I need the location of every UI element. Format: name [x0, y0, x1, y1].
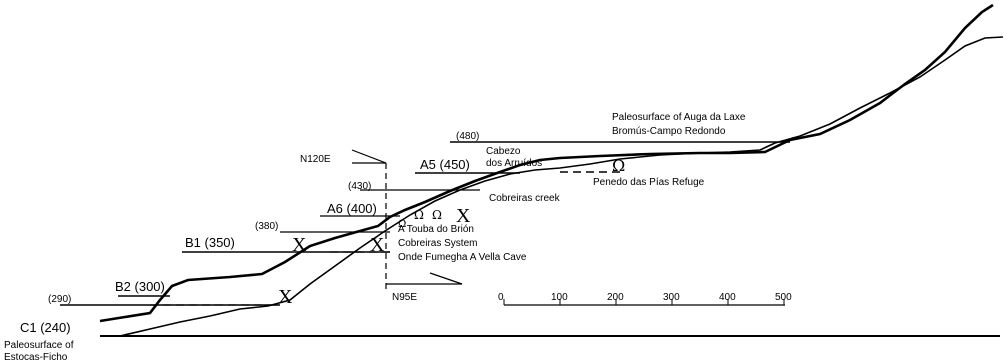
level-label-b2: B2 (300) — [115, 279, 165, 294]
elevation-label-380: (380) — [255, 221, 278, 232]
upper-profile-line — [99, 3, 994, 323]
scale-label: 400 — [719, 292, 736, 303]
lower-profile-line — [119, 36, 1004, 337]
scale-label: 500 — [775, 292, 792, 303]
cross-marker: X — [292, 234, 307, 256]
level-label-a6: A6 (400) — [327, 201, 377, 216]
level-label-c1: C1 (240) — [20, 320, 71, 335]
place-label-bromus: Bromús-Campo Redondo — [612, 126, 726, 137]
scale-label: 200 — [607, 292, 624, 303]
scale-bar: 0 100 200 300 400 500 — [498, 292, 792, 306]
scale-label: 0 — [498, 292, 504, 303]
orientation-label-n95e: N95E — [392, 292, 417, 303]
cross-marker: X — [370, 234, 385, 256]
orientation-label-n120e: N120E — [300, 154, 331, 165]
n120e-arrow-stroke — [351, 149, 387, 164]
omega-marker: Ω — [432, 208, 442, 222]
omega-marker: Ω — [398, 219, 406, 230]
omega-marker: Ω — [612, 156, 625, 175]
place-label-auga-laxe: Paleosurface of Auga da Laxe — [612, 112, 746, 123]
omega-marker: Ω — [414, 208, 424, 222]
scale-label: 300 — [663, 292, 680, 303]
cross-marker: X — [456, 205, 471, 227]
place-label-penedo: Penedo das Pías Refuge — [593, 177, 705, 188]
place-label-estocas-2: Estocas-Ficho — [4, 352, 68, 363]
cross-marker: X — [278, 286, 293, 308]
place-label-cobreiras-creek: Cobreiras creek — [489, 193, 561, 204]
place-label-estocas-1: Paleosurface of — [4, 340, 74, 351]
elevation-label-430: (430) — [348, 181, 371, 192]
place-label-touba: A Touba do Brión — [398, 224, 474, 235]
scale-label: 100 — [551, 292, 568, 303]
place-label-onde-fumegha: Onde Fumegha A Vella Cave — [398, 252, 527, 263]
level-label-b1: B1 (350) — [185, 235, 235, 250]
place-label-arruidos: dos Arruídos — [486, 158, 542, 169]
n95e-arrow-stroke — [429, 272, 463, 285]
elevation-label-480: (480) — [456, 131, 479, 142]
place-label-cobreiras-system: Cobreiras System — [398, 238, 477, 249]
elevation-label-290: (290) — [48, 294, 71, 305]
place-label-cabezo: Cabezo — [486, 146, 521, 157]
level-label-a5: A5 (450) — [420, 157, 470, 172]
